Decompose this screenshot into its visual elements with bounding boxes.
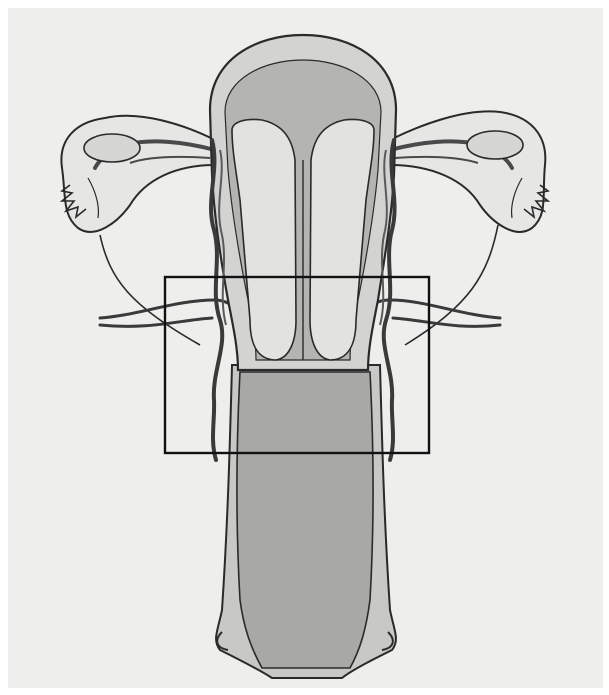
left-ovary xyxy=(84,134,140,162)
right-ovary xyxy=(467,131,523,159)
vaginal-lumen xyxy=(237,372,373,668)
